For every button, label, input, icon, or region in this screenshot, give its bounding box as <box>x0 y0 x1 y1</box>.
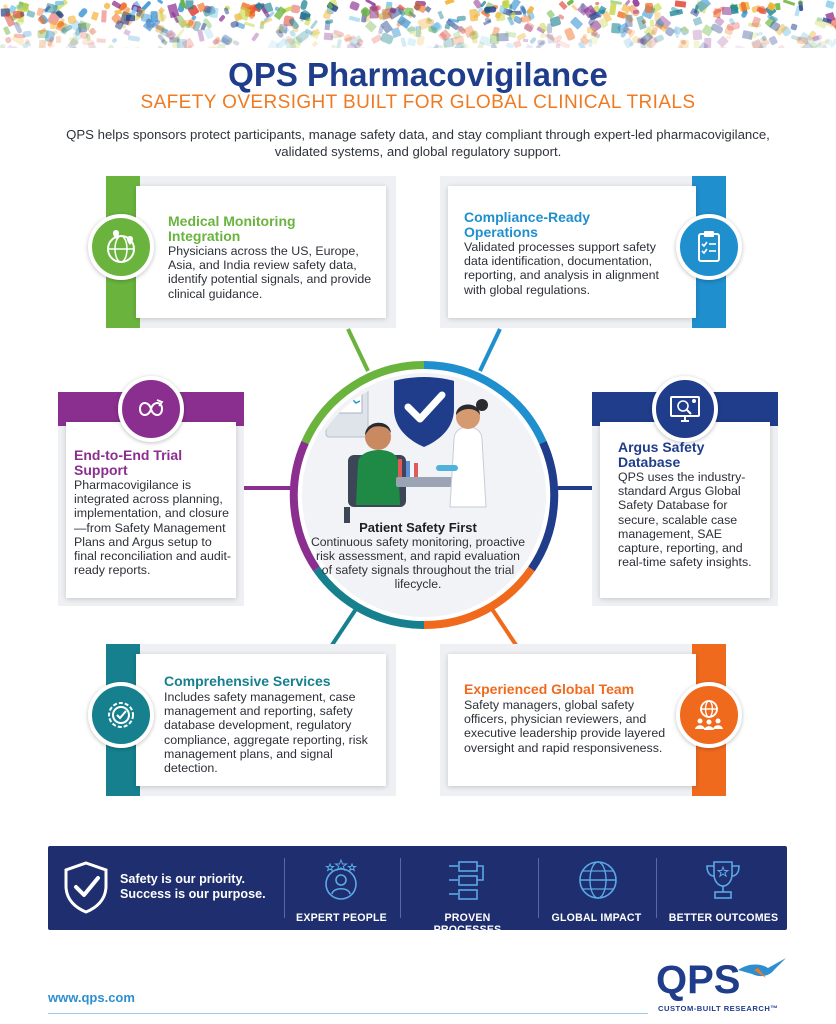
card-global-team: Experienced Global Team Safety managers,… <box>440 644 742 796</box>
pillar-global-impact: GLOBAL IMPACT <box>539 854 654 924</box>
banner-divider <box>538 858 539 918</box>
card-title-line2: Database <box>618 454 681 470</box>
spoke-global <box>490 607 518 647</box>
hub-description: Continuous safety monitoring, proactive … <box>310 535 526 591</box>
pillar-label: EXPERT PEOPLE <box>296 912 387 924</box>
spoke-medical <box>346 328 370 372</box>
process-flow-icon <box>449 861 484 900</box>
trophy-icon <box>706 861 740 899</box>
page-subtitle: SAFETY OVERSIGHT BUILT FOR GLOBAL CLINIC… <box>140 92 696 113</box>
card-title-line1: Argus Safety <box>618 439 705 455</box>
values-banner: Safety is our priority.Success is our pu… <box>48 846 787 936</box>
card-description: Pharmacovigilance is integrated across p… <box>74 478 232 578</box>
team-globe-icon <box>676 682 742 748</box>
hummingbird-icon <box>738 958 786 978</box>
person-stars-icon <box>325 858 357 900</box>
clipboard-check-icon <box>676 214 742 280</box>
website-link[interactable]: www.qps.com <box>48 990 135 1005</box>
banner-slogan: Safety is our priority.Success is our pu… <box>120 872 266 902</box>
pillar-label: PROVEN PROCESSES <box>433 912 502 936</box>
globe-pins-icon <box>88 214 154 280</box>
card-description: Validated processes support safety data … <box>464 240 659 297</box>
card-description: Safety managers, global safety officers,… <box>464 698 666 755</box>
page-title: QPS Pharmacovigilance <box>228 56 608 93</box>
pillar-label: GLOBAL IMPACT <box>551 912 642 924</box>
card-comprehensive-services: Comprehensive Services Includes safety m… <box>88 644 396 796</box>
intro-paragraph: QPS helps sponsors protect participants,… <box>66 127 770 159</box>
qps-logo: QPS CUSTOM-BUILT RESEARCH™ <box>656 958 788 1018</box>
central-hub-ring <box>242 328 596 647</box>
card-title-line1: Compliance-Ready <box>464 209 591 225</box>
pillar-expert-people: EXPERT PEOPLE <box>284 854 399 924</box>
banner-divider <box>656 858 657 918</box>
cycle-arrows-icon <box>118 376 184 442</box>
slogan-line1: Safety is our priority. <box>120 872 246 886</box>
card-title-line2: Operations <box>464 224 538 240</box>
footer-divider <box>48 1013 648 1014</box>
card-title-line1: End-to-End Trial <box>74 447 183 463</box>
pillar-better-outcomes: BETTER OUTCOMES <box>666 854 781 924</box>
card-title-line1: Medical Monitoring <box>168 213 296 229</box>
card-description: QPS uses the industry-standard Argus Glo… <box>618 470 752 570</box>
globe-icon <box>579 861 617 899</box>
card-title: Experienced Global Team <box>464 681 635 697</box>
slogan-line2: Success is our purpose. <box>120 887 266 901</box>
hub-title: Patient Safety First <box>359 520 477 535</box>
logo-tagline: CUSTOM-BUILT RESEARCH™ <box>658 1004 779 1013</box>
pillar-proven-processes: PROVEN PROCESSES <box>410 854 525 936</box>
banner-divider <box>400 858 401 918</box>
card-description: Includes safety management, case managem… <box>164 690 368 776</box>
card-title-line2: Support <box>74 462 128 478</box>
monitor-magnifier-icon <box>652 376 718 442</box>
mosaic-header-decoration <box>0 0 836 48</box>
card-description: Physicians across the US, Europe, Asia, … <box>168 244 372 301</box>
card-title: Comprehensive Services <box>164 673 331 689</box>
logo-wordmark: QPS <box>656 958 741 1002</box>
spoke-comprehensive <box>330 607 358 647</box>
gear-check-icon <box>88 682 154 748</box>
spoke-compliance <box>478 328 502 372</box>
card-title-line2: Integration <box>168 228 241 244</box>
pillar-label: BETTER OUTCOMES <box>668 912 779 924</box>
shield-check-icon <box>64 861 108 914</box>
banner-divider <box>284 858 285 918</box>
